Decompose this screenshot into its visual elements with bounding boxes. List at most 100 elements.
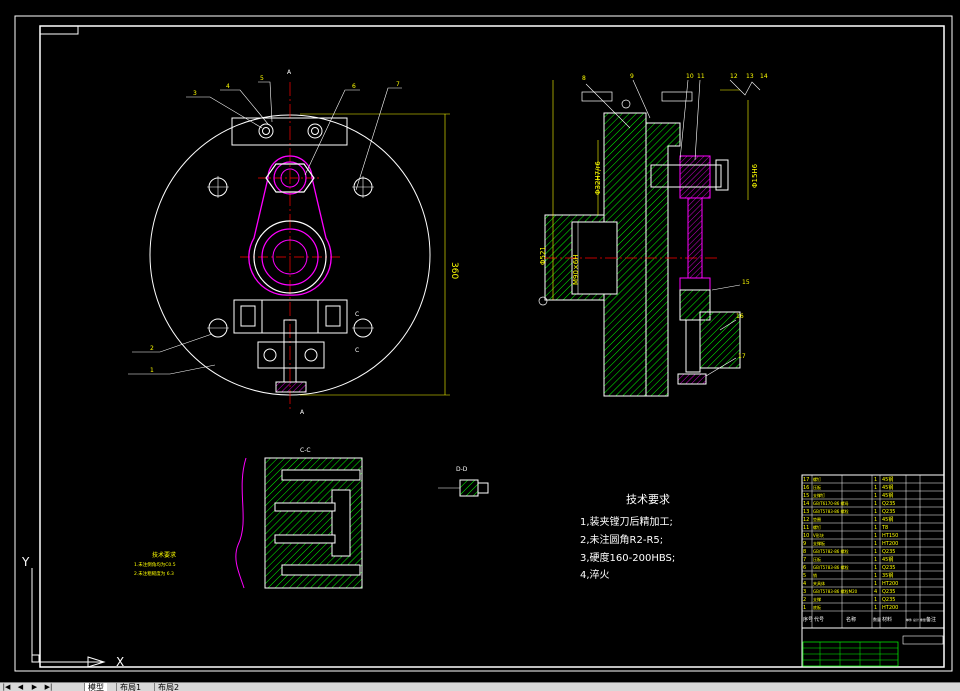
ucs-icon: Y X (21, 555, 124, 669)
bom-cell-name: 压板 (813, 484, 821, 490)
clamp-bolt (650, 164, 722, 188)
bom-header-no: 序号 (803, 616, 813, 623)
side-block (699, 311, 741, 369)
tech-req-item-3: 3,硬度160-200HBS; (580, 551, 675, 564)
bom-cell-no: 13 (803, 509, 809, 515)
tab-layout1[interactable]: 布局1 (116, 683, 144, 691)
title-block-cell (902, 635, 944, 645)
tab-scroll-last-icon[interactable]: ▶| (44, 683, 53, 691)
bom-cell-qty: 1 (874, 557, 877, 563)
workpiece-link (248, 155, 332, 296)
dim-15h6-text: Φ15H6 (751, 163, 759, 188)
bom-cell-no: 6 (803, 565, 806, 571)
leader (719, 319, 737, 331)
section-dd-body (459, 479, 479, 497)
bom-cell-no: 12 (803, 517, 809, 523)
dim-32h7-text: Φ32H7/r6 (594, 161, 602, 195)
tech-req-title: 技术要求 (626, 493, 670, 506)
tab-scroll-prev-icon[interactable]: ◀ (17, 683, 24, 691)
bom-cell-mat: 45钢 (882, 484, 893, 491)
bom-cell-no: 9 (803, 541, 806, 547)
section-cc-bolt (274, 502, 336, 512)
leader-5 (258, 81, 273, 123)
balloon-4: 4 (226, 83, 230, 90)
bom-cell-mat: HT150 (882, 533, 898, 539)
small-note-title: 技术要求 (152, 551, 176, 559)
bom-cell-name: 压板 (813, 556, 821, 562)
section-cc-bolt (281, 469, 361, 481)
support-screw (685, 319, 701, 373)
inner-frame (39, 25, 945, 668)
bom-cell-qty: 1 (874, 573, 877, 579)
leader-3 (186, 96, 263, 129)
bom-cell-no: 3 (803, 589, 806, 595)
front-view[interactable]: 360 A A C C 3 4 5 6 7 2 1 (128, 69, 459, 416)
bom-header-code: 代号 (814, 616, 824, 623)
section-dd-view[interactable]: D-D (438, 466, 489, 497)
balloon-2: 2 (150, 345, 154, 352)
section-label-a-top: A (287, 69, 292, 76)
bom-cell-qty: 1 (874, 565, 877, 571)
balloon-16: 16 (736, 313, 744, 320)
small-note: 技术要求 1.未注倒角均为C0.5 2.未注粗糙度为 6.3 (134, 551, 176, 577)
bom-cell-qty: 1 (874, 549, 877, 555)
workpiece-section-mid (687, 197, 703, 279)
dim-360-text: 360 (449, 262, 459, 279)
dim-521-text: Φ521 (539, 246, 547, 265)
bom-cell-no: 5 (803, 573, 806, 579)
bom-cell-name: 支撑钉 (813, 492, 825, 498)
side-section-view[interactable]: Φ32H7/r6 Φ521 M90×6H Φ15H6 8 9 10 11 12 … (538, 73, 768, 397)
dim-m90-text: M90×6H (572, 254, 580, 285)
balloon-10: 10 (686, 73, 694, 80)
balloon-14: 14 (760, 73, 768, 80)
workpiece-small-bore (280, 168, 300, 188)
bom-header-mat: 材料 (882, 616, 892, 623)
tab-scroll-first-icon[interactable]: |◀ (2, 683, 11, 691)
leader (711, 284, 741, 291)
bolt-hole (307, 123, 323, 139)
tab-layout2[interactable]: 布局2 (154, 683, 182, 691)
big-hub-outer (253, 220, 327, 294)
bom-cell-name: 支撑 (813, 596, 821, 602)
datum-circle (621, 99, 631, 109)
leader-6 (304, 89, 360, 176)
balloon-3: 3 (193, 90, 197, 97)
bom-cell-mat: Q235 (882, 509, 895, 515)
bom-cell-name: GB/T5783-86 螺栓 (813, 508, 849, 514)
section-dd-nut (477, 482, 489, 494)
lower-clamp (257, 341, 325, 369)
bom-cell-qty: 1 (874, 597, 877, 603)
leader-4 (220, 89, 269, 125)
section-cc-view[interactable]: C-C (235, 447, 363, 589)
bom-cell-mat: 45钢 (882, 516, 893, 523)
datum-circle (538, 296, 548, 306)
bom-cell-name: 销 (813, 572, 817, 578)
technical-requirements: 技术要求 1,装夹镗刀后精加工; 2,未注圆角R2-R5; 3,硬度160-20… (580, 493, 675, 581)
ucs-x-arrow (87, 656, 106, 668)
bom-cell-qty: 1 (874, 541, 877, 547)
tolerance-frame (661, 91, 693, 102)
bom-header-weight: 单件 总计 重量 (906, 617, 926, 622)
bom-cell-mat: 45钢 (882, 556, 893, 563)
bom-cell-no: 14 (803, 501, 809, 507)
lower-clamp-hole (304, 348, 318, 362)
title-block-frame (801, 627, 945, 668)
bom-cell-no: 15 (803, 493, 809, 499)
section-cc-title: C-C (300, 447, 311, 454)
section-cc-bolt (274, 534, 336, 544)
bom-cell-name: V形块 (813, 532, 824, 538)
bom-cell-mat: 45钢 (882, 492, 893, 499)
balloon-17: 17 (738, 353, 746, 360)
bolt-hole (258, 123, 274, 139)
bom-cell-qty: 1 (874, 581, 877, 587)
bom-cell-mat: HT200 (882, 541, 898, 547)
tab-model[interactable]: 模型 (84, 683, 107, 691)
bom-cell-name: GB/T6170-86 螺母 (813, 500, 849, 506)
bom-cell-no: 4 (803, 581, 806, 587)
tab-scroll-next-icon[interactable]: ▶ (31, 683, 38, 691)
bom-cell-name: 螺钉 (813, 524, 821, 530)
lower-clamp-hole (263, 348, 277, 362)
screw-knob (275, 381, 307, 393)
